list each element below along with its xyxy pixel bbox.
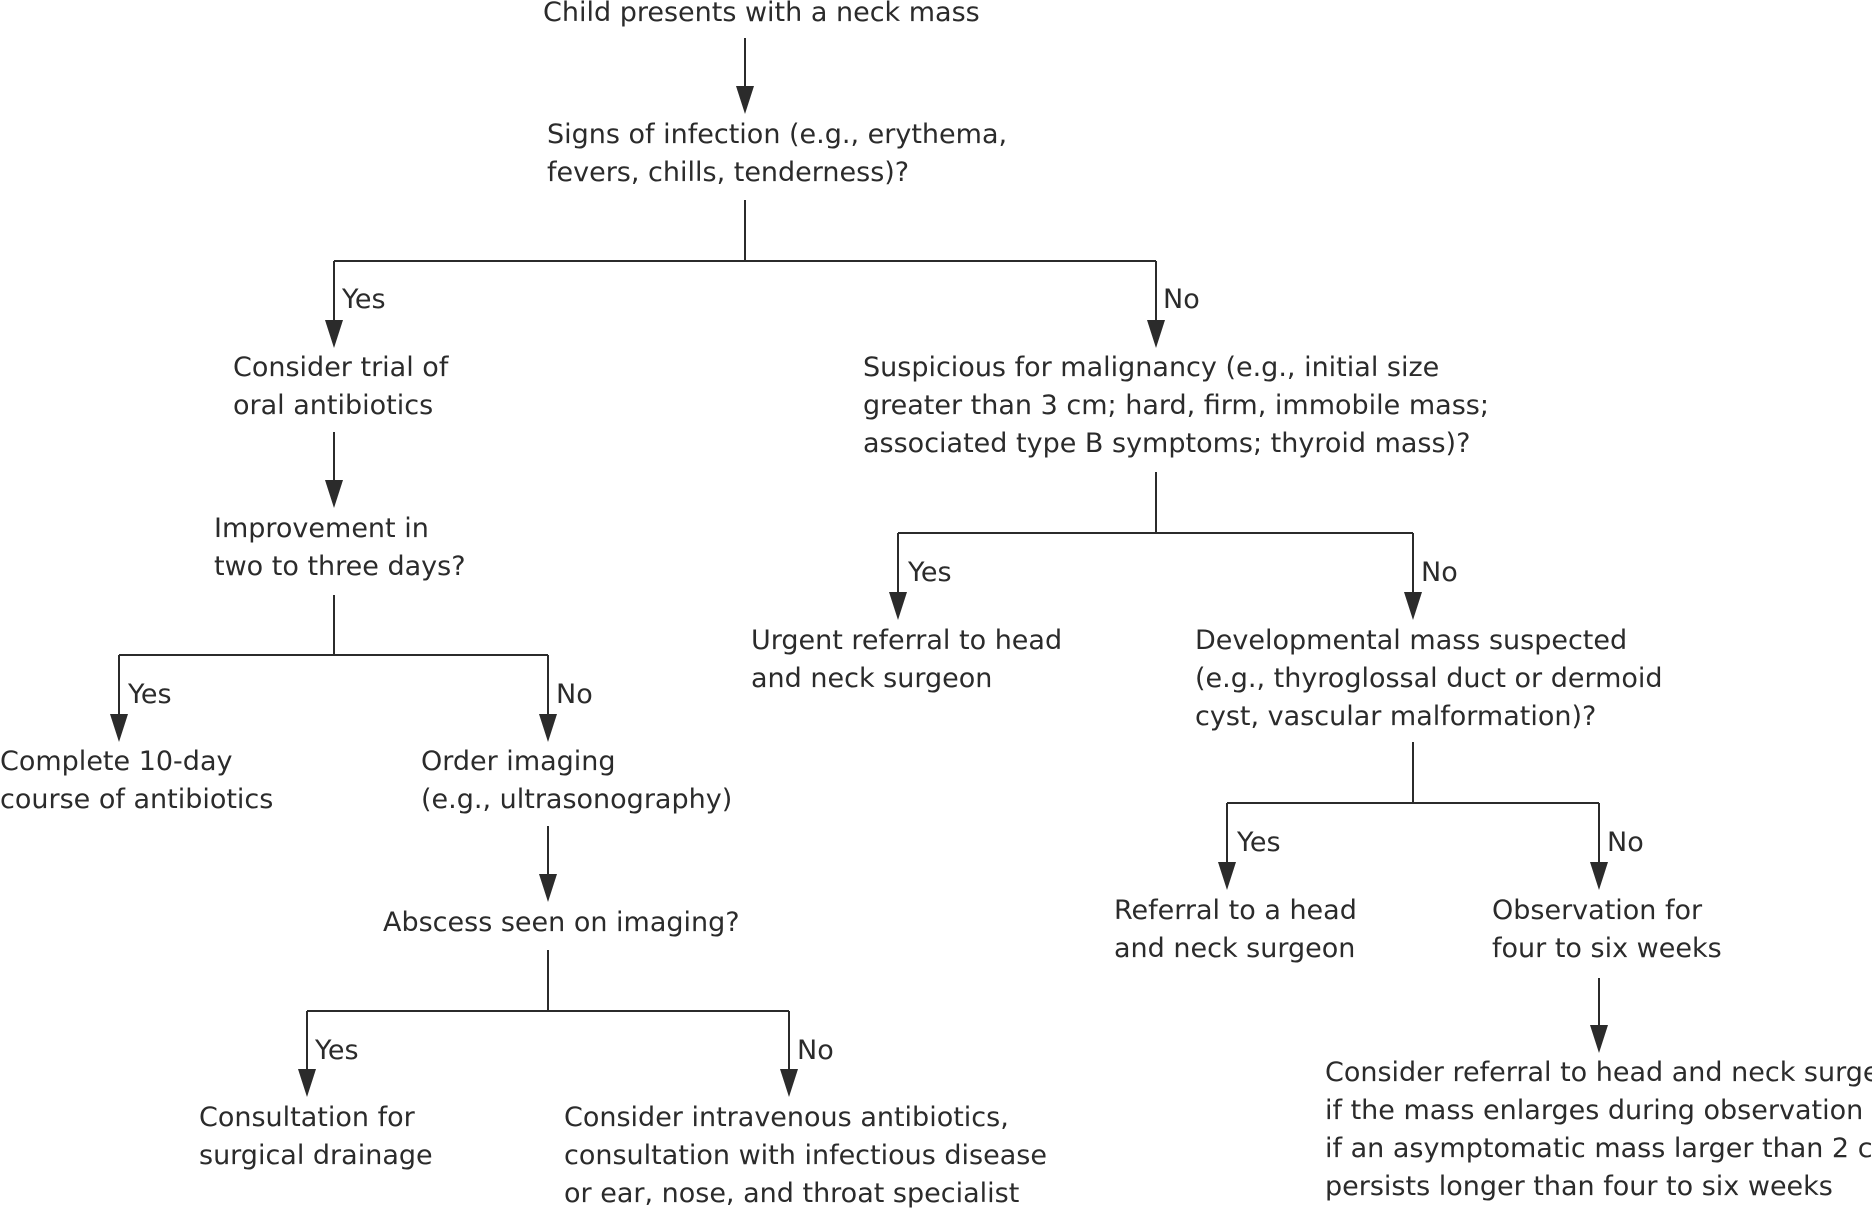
arrowhead (736, 86, 754, 114)
arrowhead (539, 714, 557, 742)
branch-label-no: No (1607, 827, 1644, 858)
node-surgical-drainage: Consultation for surgical drainage (199, 1102, 433, 1171)
branch-label-no: No (1163, 284, 1200, 315)
node-trial-antibiotics: Consider trial of oral antibiotics (233, 352, 449, 421)
node-complete-course: Complete 10-day course of antibiotics (0, 746, 274, 815)
node-infection-question: Signs of infection (e.g., erythema, feve… (547, 119, 1008, 188)
node-start: Child presents with a neck mass (543, 0, 980, 28)
branch-label-yes: Yes (342, 284, 386, 315)
arrowhead (1218, 862, 1236, 890)
arrowhead (539, 874, 557, 902)
arrowhead (780, 1069, 798, 1097)
node-improvement-question: Improvement in two to three days? (214, 513, 466, 582)
arrowhead (889, 592, 907, 620)
node-order-imaging: Order imaging (e.g., ultrasonography) (421, 746, 733, 815)
branch-label-yes: Yes (128, 679, 172, 710)
node-iv-antibiotics: Consider intravenous antibiotics, consul… (564, 1102, 1047, 1209)
branch-label-no: No (797, 1035, 834, 1066)
arrowhead (325, 480, 343, 508)
node-consider-referral: Consider referral to head and neck surge… (1325, 1057, 1872, 1202)
node-abscess-question: Abscess seen on imaging? (383, 907, 740, 938)
arrowhead (1590, 862, 1608, 890)
node-observation: Observation for four to six weeks (1492, 895, 1722, 964)
branch-label-yes: Yes (1237, 827, 1281, 858)
arrowhead (110, 714, 128, 742)
arrowhead (1147, 320, 1165, 348)
branch-label-no: No (556, 679, 593, 710)
arrowhead (298, 1069, 316, 1097)
branch-label-yes: Yes (315, 1035, 359, 1066)
node-referral-head-neck: Referral to a head and neck surgeon (1114, 895, 1357, 964)
node-malignancy-question: Suspicious for malignancy (e.g., initial… (863, 352, 1489, 459)
node-developmental-question: Developmental mass suspected (e.g., thyr… (1195, 625, 1663, 732)
arrowhead (325, 320, 343, 348)
arrowhead (1404, 592, 1422, 620)
arrowhead (1590, 1025, 1608, 1053)
branch-label-no: No (1421, 557, 1458, 588)
branch-label-yes: Yes (908, 557, 952, 588)
node-urgent-referral: Urgent referral to head and neck surgeon (751, 625, 1063, 694)
